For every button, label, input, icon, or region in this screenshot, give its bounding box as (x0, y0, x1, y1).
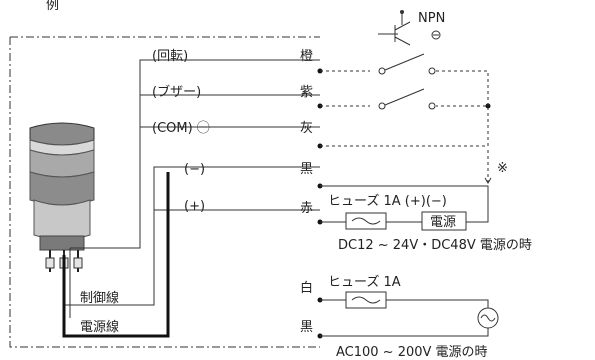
wire-buzzer-name: (ブザー) (152, 84, 201, 100)
ac-black-wire (320, 328, 489, 337)
control-line-to-tower (63, 166, 320, 306)
wire-negative-name: (−) (184, 162, 205, 177)
wire-com-name: (COM) ㊀ (152, 121, 210, 136)
power-box (421, 211, 467, 231)
fuse-ac-label: ヒューズ 1A (328, 274, 401, 290)
wire-ac-black-color: 黒 (300, 320, 313, 335)
npn-label: NPN (418, 11, 445, 26)
power-box-label: 電源 (430, 215, 456, 230)
dc-caption: DC12 ~ 24V・DC48V 電源の時 (338, 238, 532, 253)
fuse-dc-icon (345, 212, 387, 230)
power-wire-label: 電源線 (80, 319, 119, 335)
npn-transistor-icon (378, 10, 441, 46)
dc-negative-wire (320, 185, 489, 223)
ac-source-icon (477, 307, 499, 329)
wire-rotation-color: 橙 (300, 49, 313, 64)
control-line-wire (69, 59, 320, 318)
power-line-wire (62, 172, 170, 338)
wire-positive-name: (+) (184, 199, 205, 214)
wire-com-color: 灰 (300, 121, 313, 136)
fuse-ac-icon (345, 291, 387, 309)
wire-positive-color: 赤 (300, 201, 313, 216)
header-fragment: 例 (46, 0, 59, 13)
note-mark: ※ (497, 161, 508, 176)
ac-caption: AC100 ~ 200V 電源の時 (336, 345, 488, 360)
wire-ac-white-color: 白 (300, 280, 313, 296)
terminal-dots (317, 68, 491, 339)
wire-rotation-name: (回転) (152, 49, 188, 64)
ext-com-line (320, 105, 489, 147)
signal-tower (29, 122, 95, 272)
switch-buzzer (378, 88, 436, 110)
wire-negative-color: 黒 (300, 162, 313, 177)
switch-rotation (378, 53, 436, 75)
device-enclosure (9, 36, 320, 348)
fuse-dc-label: ヒューズ 1A (+)(−) (328, 193, 447, 209)
control-wire-label: 制御線 (80, 290, 119, 306)
wire-buzzer-color: 紫 (300, 85, 313, 100)
